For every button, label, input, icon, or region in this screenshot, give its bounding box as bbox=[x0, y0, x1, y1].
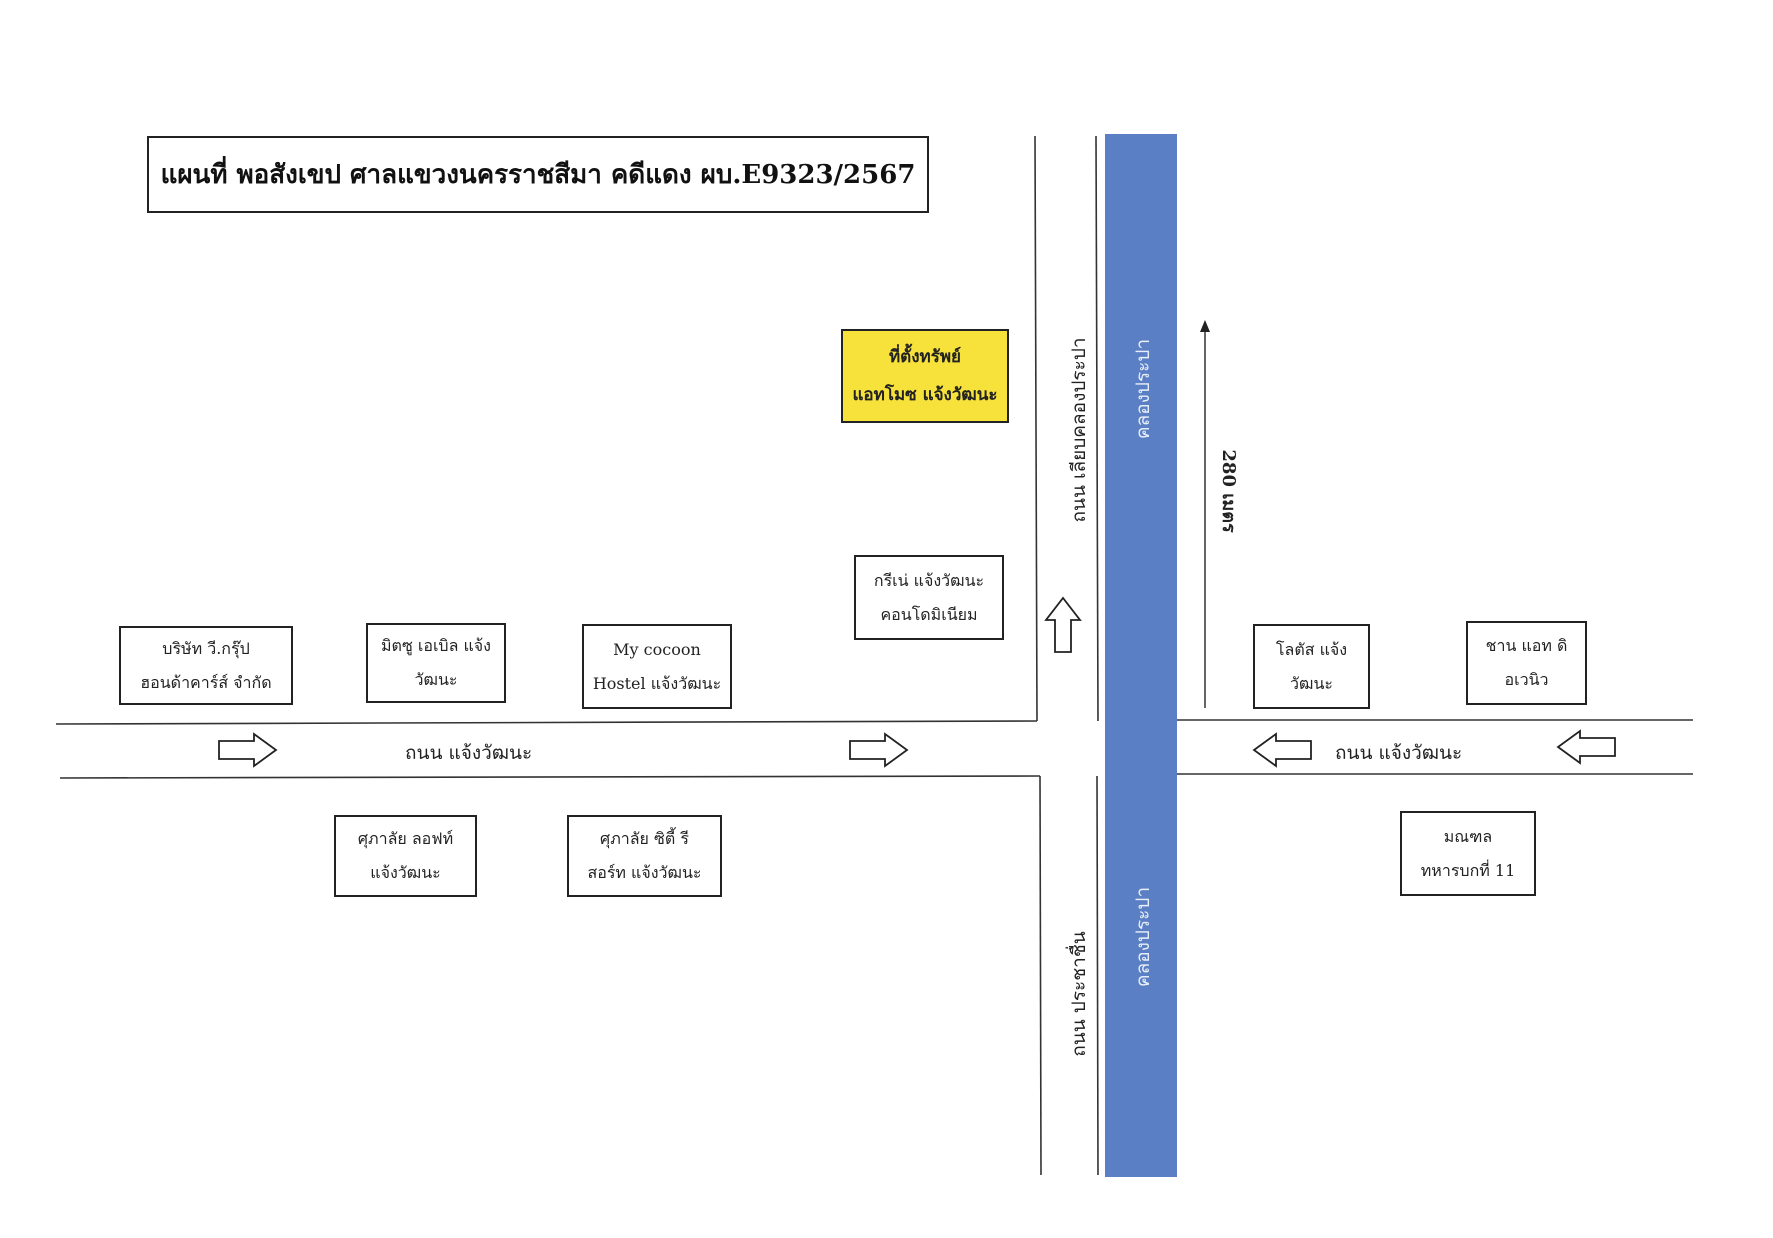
arrow-right-icon-1 bbox=[218, 732, 278, 768]
place-greene: กรีเน่ แจ้งวัฒนะ คอนโดมิเนียม bbox=[854, 555, 1004, 640]
side-road-left-top bbox=[1034, 135, 1038, 722]
place-loft: ศุภาลัย ลอฟท์ แจ้งวัฒนะ bbox=[334, 815, 477, 897]
place-line2: อเวนิว bbox=[1504, 670, 1549, 689]
place-city: ศุภาลัย ซิตี้ รี สอร์ท แจ้งวัฒนะ bbox=[567, 815, 722, 897]
place-line1: มิตซู เอเบิล แจ้ง bbox=[381, 636, 491, 655]
side-road-left-bottom bbox=[1039, 775, 1042, 1176]
target-line1: ที่ตั้งทรัพย์ bbox=[888, 347, 962, 367]
side-road-right-top bbox=[1095, 135, 1099, 722]
place-vgroup: บริษัท วี.กรุ๊ป ฮอนด้าคาร์ส์ จำกัด bbox=[119, 626, 293, 705]
place-line1: ศุภาลัย ลอฟท์ bbox=[357, 829, 454, 848]
road-edge-top-left bbox=[55, 720, 1038, 725]
place-line2: Hostel แจ้งวัฒนะ bbox=[592, 673, 722, 693]
road-label-side-top: ถนน เลียบคลองประปา bbox=[1068, 337, 1090, 523]
place-shan: ชาน แอท ดิ อเวนิว bbox=[1466, 621, 1587, 705]
road-label-main-left: ถนน แจ้งวัฒนะ bbox=[405, 742, 533, 764]
road-edge-bottom-left bbox=[59, 775, 1041, 779]
place-line1: กรีเน่ แจ้งวัฒนะ bbox=[873, 570, 985, 590]
distance-arrow-head bbox=[1200, 320, 1210, 332]
arrow-right-icon-2 bbox=[849, 732, 909, 768]
canal-prapa bbox=[1105, 134, 1177, 1177]
place-cocoon: My cocoon Hostel แจ้งวัฒนะ bbox=[582, 624, 732, 709]
arrow-left-icon-1 bbox=[1252, 732, 1312, 768]
place-line2: แจ้งวัฒนะ bbox=[370, 863, 441, 882]
map-title: แผนที่ พอสังเขป ศาลแขวงนครราชสีมา คดีแดง… bbox=[147, 136, 929, 213]
arrow-up-icon bbox=[1044, 596, 1082, 653]
road-label-side-bottom: ถนน ประชาชื่น bbox=[1068, 931, 1090, 1057]
arrow-left-icon-2 bbox=[1556, 729, 1616, 765]
canal-label-bottom: คลองประปา bbox=[1132, 886, 1154, 988]
place-line1: ชาน แอท ดิ bbox=[1485, 636, 1568, 655]
canal-label-top: คลองประปา bbox=[1132, 338, 1154, 440]
place-line2: ฮอนด้าคาร์ส์ จำกัด bbox=[140, 672, 272, 692]
side-road-right-bottom bbox=[1096, 775, 1099, 1176]
target-property: ที่ตั้งทรัพย์ แอทโมซ แจ้งวัฒนะ bbox=[841, 329, 1009, 423]
target-line2: แอทโมซ แจ้งวัฒนะ bbox=[852, 385, 998, 405]
place-military: มณฑล ทหารบกที่ 11 bbox=[1400, 811, 1536, 896]
place-line1: ศุภาลัย ซิตี้ รี bbox=[600, 829, 689, 848]
place-line2: วัฒนะ bbox=[1290, 673, 1333, 693]
map-title-text: แผนที่ พอสังเขป ศาลแขวงนครราชสีมา คดีแดง… bbox=[160, 160, 916, 190]
place-line2: สอร์ท แจ้งวัฒนะ bbox=[587, 863, 702, 882]
place-line1: มณฑล bbox=[1443, 826, 1493, 846]
place-line1: บริษัท วี.กรุ๊ป bbox=[162, 638, 250, 658]
place-line2: ทหารบกที่ 11 bbox=[1420, 860, 1516, 880]
road-label-main-right: ถนน แจ้งวัฒนะ bbox=[1335, 742, 1463, 764]
place-line1: โลตัส แจ้ง bbox=[1275, 639, 1348, 659]
place-line1: My cocoon bbox=[613, 639, 701, 659]
place-line2: วัฒนะ bbox=[414, 670, 458, 689]
distance-label: 280 เมตร bbox=[1218, 449, 1239, 533]
place-lotus: โลตัส แจ้ง วัฒนะ bbox=[1253, 624, 1370, 709]
place-mitsu: มิตซู เอเบิล แจ้ง วัฒนะ bbox=[366, 623, 506, 703]
place-line2: คอนโดมิเนียม bbox=[880, 604, 978, 624]
